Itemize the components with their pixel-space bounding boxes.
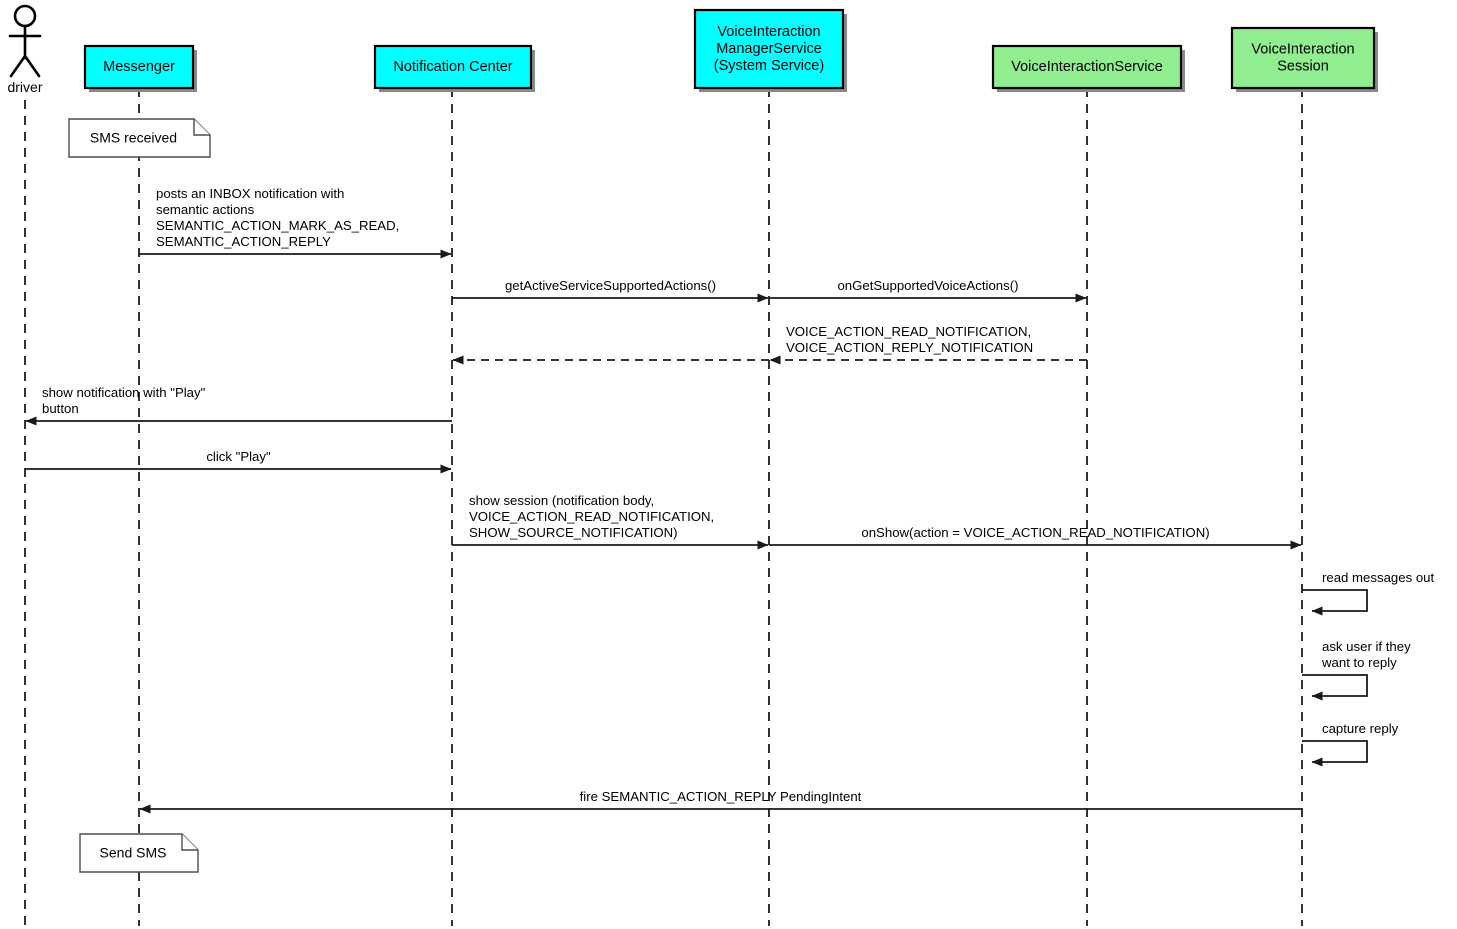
note-note-sms-received: SMS received xyxy=(68,118,211,158)
actor-body-icon xyxy=(8,24,42,78)
participant-notification-center[interactable]: Notification Center xyxy=(373,44,535,92)
message-label: getActiveServiceSupportedActions() xyxy=(505,278,716,293)
participant-messenger[interactable]: Messenger xyxy=(83,44,197,92)
message-label: click "Play" xyxy=(206,449,271,464)
note-fold-corner-icon xyxy=(193,119,210,136)
message-msg-show-session: show session (notification body,VOICE_AC… xyxy=(452,493,769,550)
message-label: SHOW_SOURCE_NOTIFICATION) xyxy=(469,525,678,540)
message-label: VOICE_ACTION_READ_NOTIFICATION, xyxy=(469,509,714,524)
participants-layer: Messenger Notification Center VoiceInterac… xyxy=(7,4,1378,95)
participant-label: ManagerService xyxy=(716,41,822,57)
actor-driver[interactable]: driver xyxy=(7,4,43,95)
message-msg-post-inbox-notification: posts an INBOX notification withsemantic… xyxy=(139,186,452,259)
message-label: button xyxy=(42,401,79,416)
actor-label: driver xyxy=(7,79,42,95)
message-msg-on-show: onShow(action = VOICE_ACTION_READ_NOTIFI… xyxy=(769,525,1302,550)
message-label: posts an INBOX notification with xyxy=(156,186,344,201)
participant-box[interactable] xyxy=(991,44,1183,90)
message-msg-get-active-service-supported-actions: getActiveServiceSupportedActions() xyxy=(452,278,769,303)
message-msg-return-voice-actions-to-vims: VOICE_ACTION_READ_NOTIFICATION,VOICE_ACT… xyxy=(769,324,1087,365)
message-label: VOICE_ACTION_REPLY_NOTIFICATION xyxy=(786,340,1033,355)
message-label: SEMANTIC_ACTION_MARK_AS_READ, xyxy=(156,218,399,233)
self-message-arrow xyxy=(1302,740,1368,767)
message-label: show session (notification body, xyxy=(469,493,654,508)
message-label: onGetSupportedVoiceActions() xyxy=(837,278,1018,293)
message-msg-fire-semantic-action-reply-pending-intent: fire SEMANTIC_ACTION_REPLY PendingIntent xyxy=(139,789,1302,814)
self-message-arrow xyxy=(1302,589,1368,616)
participant-label: VoiceInteraction xyxy=(1251,41,1354,57)
message-label: SEMANTIC_ACTION_REPLY xyxy=(156,234,331,249)
participant-box[interactable] xyxy=(693,8,845,90)
self-message-self-msg-capture-reply: capture reply xyxy=(1302,721,1399,767)
participant-label: VoiceInteractionService xyxy=(1011,59,1163,75)
message-label: onShow(action = VOICE_ACTION_READ_NOTIFI… xyxy=(861,525,1209,540)
messages-layer: posts an INBOX notification withsemantic… xyxy=(25,186,1302,814)
participant-label: VoiceInteraction xyxy=(717,24,820,40)
participant-box[interactable] xyxy=(1230,26,1376,90)
lifelines-layer xyxy=(24,88,1303,926)
participant-label: (System Service) xyxy=(714,58,824,74)
self-message-self-msg-read-messages-out: read messages out xyxy=(1302,570,1434,616)
participant-box[interactable] xyxy=(83,44,195,90)
self-message-label: ask user if they xyxy=(1322,639,1411,654)
message-label: fire SEMANTIC_ACTION_REPLY PendingIntent xyxy=(580,789,862,804)
note-label: Send SMS xyxy=(100,845,167,861)
message-msg-on-get-supported-voice-actions: onGetSupportedVoiceActions() xyxy=(769,278,1087,303)
note-label: SMS received xyxy=(90,130,177,146)
participant-box[interactable] xyxy=(373,44,533,90)
note-body xyxy=(68,118,211,158)
note-note-send-sms: Send SMS xyxy=(79,833,199,873)
message-label: show notification with "Play" xyxy=(42,385,206,400)
participant-label: Messenger xyxy=(103,59,175,75)
self-message-arrow xyxy=(1302,674,1368,701)
self-message-label: capture reply xyxy=(1322,721,1399,736)
message-label: semantic actions xyxy=(156,202,255,217)
participant-label: Session xyxy=(1277,58,1329,74)
message-msg-click-play: click "Play" xyxy=(25,449,452,474)
participant-label: Notification Center xyxy=(393,59,512,75)
self-message-label: want to reply xyxy=(1321,655,1397,670)
note-body xyxy=(79,833,199,873)
participant-voice-interaction-service[interactable]: VoiceInteractionService xyxy=(991,44,1185,92)
self-message-label: read messages out xyxy=(1322,570,1434,585)
message-label: VOICE_ACTION_READ_NOTIFICATION, xyxy=(786,324,1031,339)
message-msg-show-notification-with-play-button: show notification with "Play"button xyxy=(25,385,452,426)
actor-head-icon xyxy=(13,4,37,28)
note-fold-corner-icon xyxy=(181,834,198,851)
